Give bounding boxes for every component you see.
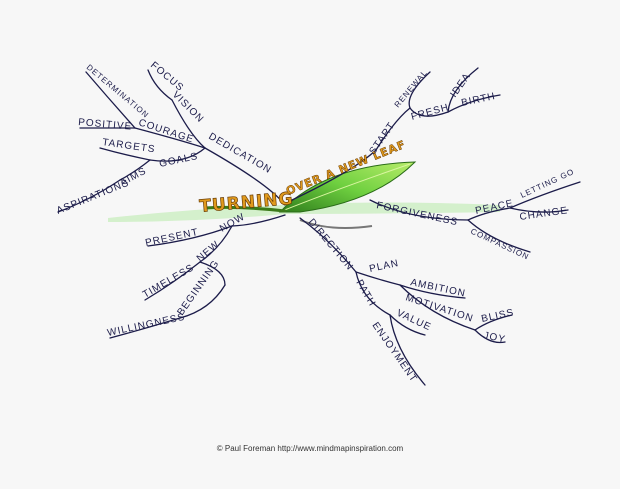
branch-labels: DEDICATION VISION FOCUS COURAGE DETERMIN… [55,60,576,385]
label-path: PATH [353,278,377,309]
label-value: VALUE [395,308,433,334]
credit-line: © Paul Foreman http://www.mindmapinspira… [216,444,404,453]
label-aspirations: ASPIRATIONS [55,178,131,217]
label-change: CHANGE [519,205,569,223]
label-renewal: RENEWAL [393,68,430,109]
branch-lines [57,67,581,386]
label-determination: DETERMINATION [85,63,151,120]
label-peace: PEACE [474,198,514,217]
label-new: NEW [195,239,222,264]
green-wash [108,202,500,222]
label-targets: TARGETS [102,137,156,155]
label-present: PRESENT [144,227,199,249]
label-goals: GOALS [158,151,199,170]
label-bliss: BLISS [480,307,515,325]
label-compassion: COMPASSION [469,227,530,262]
label-focus: FOCUS [148,60,186,94]
label-positive: POSITIVE [78,117,133,133]
label-joy: JOY [482,330,506,345]
label-letting-go: LETTING GO [519,167,576,200]
label-fresh: FRESH [410,102,450,123]
label-birth: BIRTH [460,91,496,109]
label-plan: PLAN [368,258,400,275]
label-direction: DIRECTION [306,217,356,273]
label-willingness: WILLINGNESS [106,312,186,339]
